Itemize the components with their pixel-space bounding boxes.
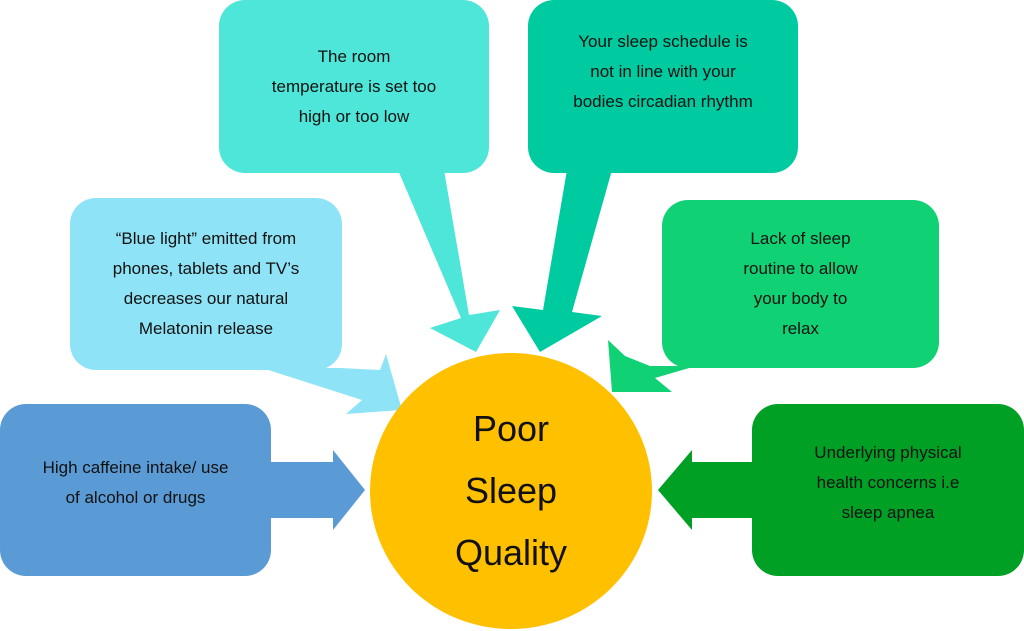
center-label: Poor [472,408,550,449]
cause-routine-text: Lack of sleep [750,229,851,248]
cause-bluelight-text: “Blue light” emitted from [115,229,297,248]
cause-health-text: health concerns i.e [816,472,960,492]
cause-routine-text: your body to [753,289,848,308]
center-label: Quality [454,532,568,573]
cause-routine-text: routine to allow [743,259,858,278]
cause-temperature-text: high or too low [298,106,410,126]
cause-temperature-box: The room temperature is set too high or … [219,0,489,173]
cause-temperature-text: The room [317,46,391,66]
cause-health-text: sleep apnea [841,502,935,522]
cause-bluelight-text: decreases our natural [123,289,289,308]
arrow-health [658,450,756,530]
center-circle: Poor Sleep Quality [370,353,652,629]
cause-caffeine-box: High caffeine intake/ use of alcohol or … [0,404,271,576]
arrow-routine [608,340,696,392]
cause-health-text: Underlying physical [814,442,962,462]
arrow-schedule [512,170,612,352]
arrow-temperature [398,170,500,352]
cause-caffeine-text: High caffeine intake/ use [42,457,229,477]
cause-routine-text: relax [782,319,819,338]
cause-schedule-box: Your sleep schedule is not in line with … [528,0,798,173]
center-label: Sleep [464,470,558,511]
cause-schedule-text: Your sleep schedule is [578,31,748,51]
cause-caffeine-text: of alcohol or drugs [65,487,206,507]
cause-bluelight-box: “Blue light” emitted from phones, tablet… [70,198,342,370]
arrow-caffeine [268,450,365,530]
cause-bluelight-text: phones, tablets and TV’s [112,259,300,278]
cause-temperature-text: temperature is set too [271,76,437,96]
cause-routine-box: Lack of sleep routine to allow your body… [662,200,939,368]
cause-bluelight-text: Melatonin release [138,319,274,338]
cause-schedule-text: not in line with your [590,61,736,81]
cause-schedule-text: bodies circadian rhythm [573,91,753,111]
cause-health-box: Underlying physical health concerns i.e … [752,404,1024,576]
